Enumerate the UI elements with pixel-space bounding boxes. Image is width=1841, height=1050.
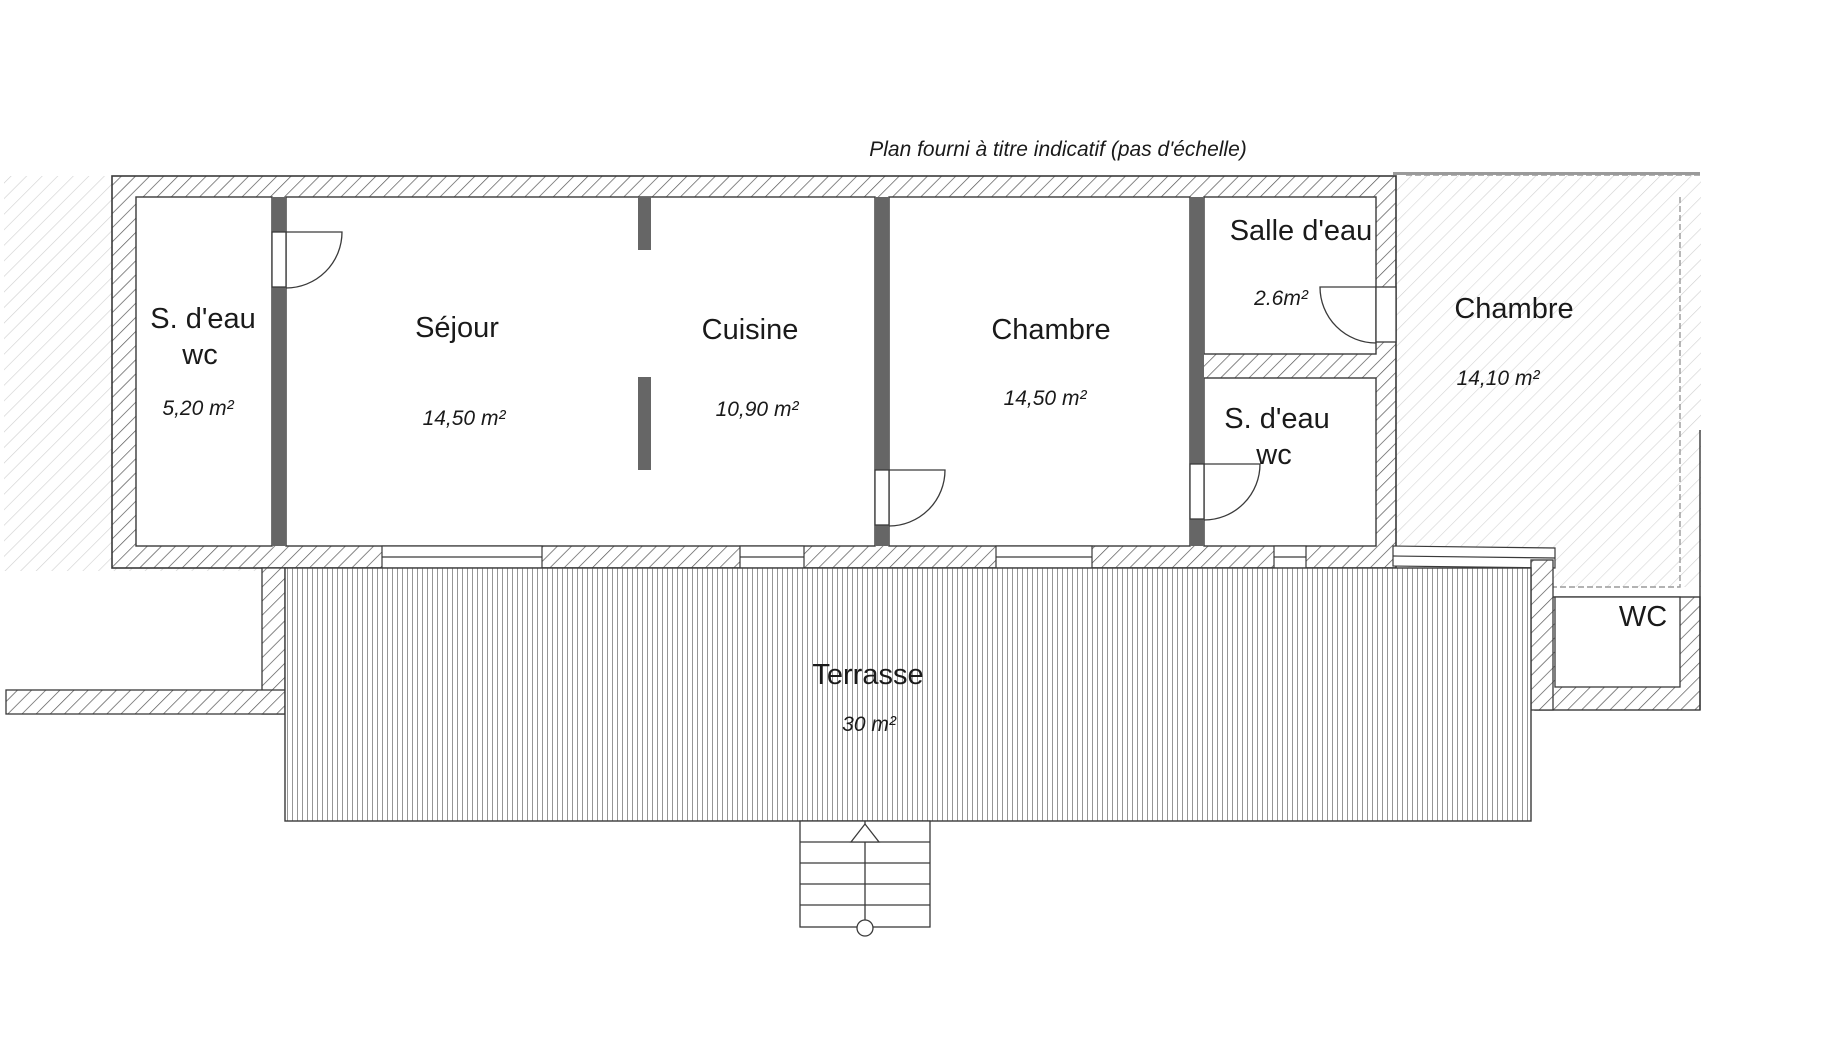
room-salle-deau-name: Salle d'eau xyxy=(1230,215,1373,247)
plan-note: Plan fourni à titre indicatif (pas d'éch… xyxy=(869,138,1247,161)
room-chambre-area: 14,50 m² xyxy=(1004,387,1088,410)
terrace-name: Terrasse xyxy=(812,659,923,691)
room-chambre-annex-area: 14,10 m² xyxy=(1457,367,1541,390)
room-chambre-annex-name: Chambre xyxy=(1454,293,1573,325)
door-salle-deau xyxy=(1319,286,1397,344)
door-cuisine-chambre xyxy=(874,469,946,527)
room-cuisine-area: 10,90 m² xyxy=(716,398,800,421)
door-sdeau-left xyxy=(271,231,343,289)
window-sdeau xyxy=(1273,545,1307,569)
room-sdeau-left-area: 5,20 m² xyxy=(162,397,234,420)
window-chambre xyxy=(995,545,1093,569)
room-sejour-area: 14,50 m² xyxy=(423,407,507,430)
entrance-stairs xyxy=(799,820,931,937)
window-sejour xyxy=(381,545,543,569)
room-sdeau-left-name-1: S. d'eau xyxy=(150,303,256,335)
room-sdeau-left-name-2: wc xyxy=(181,339,217,371)
doors xyxy=(271,231,1397,527)
door-sdeau-right xyxy=(1189,463,1261,521)
room-cuisine-name: Cuisine xyxy=(702,314,799,346)
room-sejour-name: Séjour xyxy=(415,312,499,344)
wc-annex-room xyxy=(1534,430,1701,711)
windows xyxy=(381,545,1556,569)
room-salle-deau-area: 2.6m² xyxy=(1253,287,1309,310)
annex-extension xyxy=(1393,172,1701,588)
window-annex xyxy=(1392,545,1556,569)
terrace xyxy=(5,559,1554,822)
terrace-area: 30 m² xyxy=(842,713,897,736)
room-wc-annex-name: WC xyxy=(1619,601,1667,633)
exterior-ground-left xyxy=(4,176,262,571)
room-sdeau-right-name-2: wc xyxy=(1255,439,1291,471)
window-cuisine xyxy=(739,545,805,569)
room-sdeau-right-name-1: S. d'eau xyxy=(1224,403,1330,435)
room-chambre-name: Chambre xyxy=(991,314,1110,346)
